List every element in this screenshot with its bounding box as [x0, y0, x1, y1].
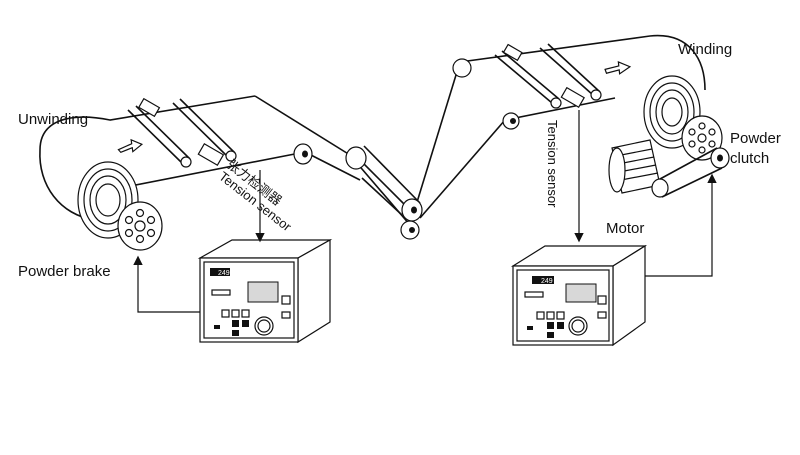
label-powder-brake: Powder brake	[18, 263, 111, 280]
motor	[608, 139, 723, 198]
label-tension-sensor-right: Tension sensor	[545, 120, 560, 208]
label-motor: Motor	[606, 220, 644, 237]
adjust-knob-icon	[254, 316, 274, 336]
controller-display-value: 249	[218, 270, 230, 277]
web-direction-arrow-icon	[604, 60, 632, 75]
idler-rollers-right	[494, 43, 602, 109]
tension-controller-right: 249	[510, 244, 648, 347]
web-path	[39, 34, 706, 226]
label-powder-clutch-line1: Powder	[730, 130, 781, 147]
tension-controller-left: 249	[197, 238, 333, 344]
controller-display-value: 249	[541, 278, 553, 285]
flow-arrow-icon	[133, 170, 265, 313]
flow-arrow-icon	[574, 110, 717, 277]
label-powder-clutch-line2: clutch	[730, 150, 769, 167]
unwinding-roll	[77, 161, 163, 251]
idler-rollers-left	[127, 97, 313, 168]
label-winding: Winding	[678, 41, 732, 58]
web-direction-arrow-icon	[117, 138, 144, 154]
winding-roll	[643, 75, 730, 169]
label-unwinding: Unwinding	[18, 111, 88, 128]
dancer-rollers	[345, 58, 520, 240]
adjust-knob-icon	[568, 316, 588, 336]
